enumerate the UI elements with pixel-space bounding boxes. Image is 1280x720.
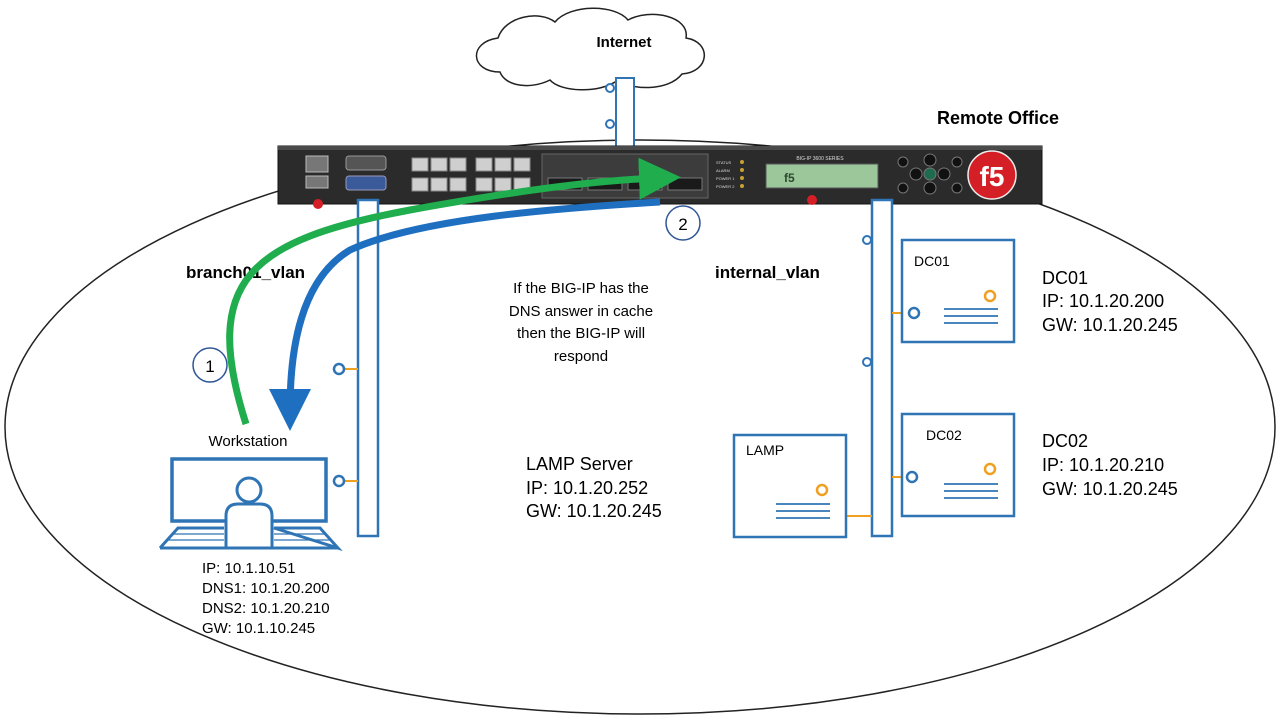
step-marker-2: 2 <box>665 205 701 241</box>
svg-text:DNS2: 10.1.20.210: DNS2: 10.1.20.210 <box>202 600 330 617</box>
svg-text:GW: 10.1.20.245: GW: 10.1.20.245 <box>1042 315 1178 335</box>
internet-uplink <box>605 77 635 149</box>
svg-text:2: 2 <box>678 215 687 234</box>
dc02-info: DC02 IP: 10.1.20.210 GW: 10.1.20.245 <box>1042 431 1178 499</box>
f5-logo <box>967 150 1017 200</box>
svg-text:IP: 10.1.10.51: IP: 10.1.10.51 <box>202 560 295 577</box>
dc02-box: DC02 <box>900 412 1016 518</box>
cache-note: If the BIG-IP has the DNS answer in cach… <box>509 280 653 365</box>
request-arrow <box>226 157 681 426</box>
step-marker-1: 1 <box>192 347 228 383</box>
response-arrow <box>269 198 661 431</box>
mgmt-port <box>305 155 329 173</box>
svg-text:GW: 10.1.20.245: GW: 10.1.20.245 <box>1042 479 1178 499</box>
svg-text:ALARM: ALARM <box>716 168 730 173</box>
workstation-info: IP: 10.1.10.51 DNS1: 10.1.20.200 DNS2: 1… <box>202 560 330 637</box>
lamp-server-box: LAMP <box>732 433 848 539</box>
remote-office-label: Remote Office <box>937 108 1059 128</box>
svg-text:then the BIG-IP will: then the BIG-IP will <box>517 325 645 342</box>
svg-text:POWER 1: POWER 1 <box>716 176 735 181</box>
svg-text:DC01: DC01 <box>914 253 950 269</box>
bigip-lcd <box>765 163 879 189</box>
svg-text:DC02: DC02 <box>1042 431 1088 451</box>
usb-port <box>305 175 329 189</box>
svg-text:IP: 10.1.20.252: IP: 10.1.20.252 <box>526 478 648 498</box>
branch01-vlan-label: branch01_vlan <box>186 263 305 282</box>
svg-text:GW: 10.1.20.245: GW: 10.1.20.245 <box>526 501 662 521</box>
svg-text:POWER 2: POWER 2 <box>716 184 735 189</box>
bigip-series-label: BIG-IP 3600 SERIES <box>796 156 844 162</box>
status-leds: STATUS ALARM POWER 1 POWER 2 <box>716 160 744 189</box>
f5-logo-text: f5 <box>980 161 1005 192</box>
bigip-lcd-text: f5 <box>784 171 795 185</box>
dc01-box: DC01 <box>900 238 1016 344</box>
svg-text:IP: 10.1.20.210: IP: 10.1.20.210 <box>1042 455 1164 475</box>
bigip-appliance: STATUS ALARM POWER 1 POWER 2 BIG-IP 3600… <box>277 145 1043 209</box>
serial-port <box>345 175 387 191</box>
svg-text:DC02: DC02 <box>926 427 962 443</box>
serial-port <box>345 155 387 171</box>
branch01-vlan-bar <box>332 198 380 538</box>
svg-text:respond: respond <box>554 348 608 365</box>
workstation-label: Workstation <box>209 433 288 450</box>
svg-text:1: 1 <box>205 357 214 376</box>
svg-text:LAMP: LAMP <box>746 442 784 458</box>
internal-vlan-bar <box>846 198 912 538</box>
dc01-info: DC01 IP: 10.1.20.200 GW: 10.1.20.245 <box>1042 268 1178 335</box>
internal-vlan-label: internal_vlan <box>715 263 820 282</box>
bigip-keypad <box>897 153 963 195</box>
svg-text:LAMP Server: LAMP Server <box>526 454 633 474</box>
svg-text:IP: 10.1.20.200: IP: 10.1.20.200 <box>1042 291 1164 311</box>
svg-text:DNS answer in cache: DNS answer in cache <box>509 303 653 320</box>
sfp-bay <box>541 153 709 199</box>
internet-cloud: Internet <box>475 7 705 91</box>
workstation-icon <box>158 457 343 552</box>
svg-text:DNS1: 10.1.20.200: DNS1: 10.1.20.200 <box>202 580 330 597</box>
svg-text:DC01: DC01 <box>1042 268 1088 288</box>
remote-office-boundary <box>4 139 1276 715</box>
svg-text:STATUS: STATUS <box>716 160 732 165</box>
lamp-server-info: LAMP Server IP: 10.1.20.252 GW: 10.1.20.… <box>526 454 662 521</box>
internet-label: Internet <box>596 34 651 51</box>
svg-text:GW: 10.1.10.245: GW: 10.1.10.245 <box>202 620 315 637</box>
svg-text:If the BIG-IP has the: If the BIG-IP has the <box>513 280 649 297</box>
